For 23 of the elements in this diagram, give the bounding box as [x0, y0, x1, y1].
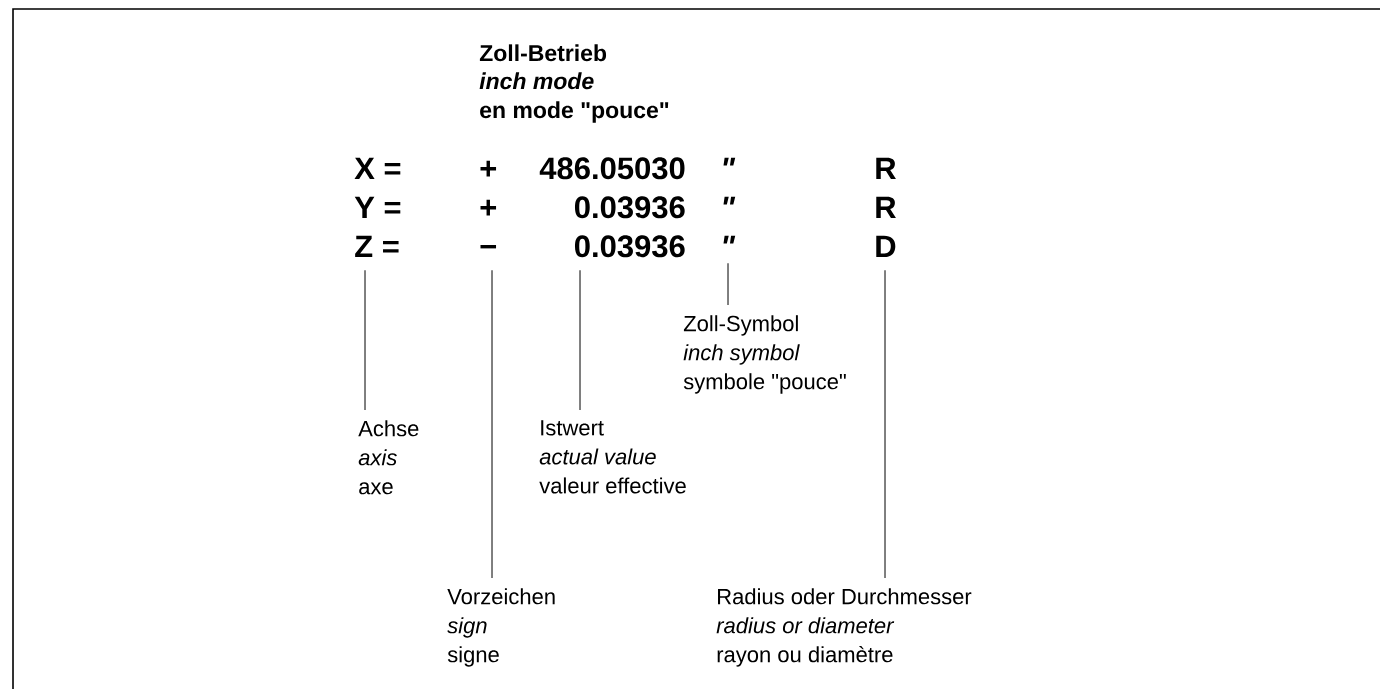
- display-text: +: [480, 199, 497, 216]
- heading-text: en mode "pouce": [480, 101, 669, 123]
- display-text: −: [480, 245, 497, 249]
- display-text: D: [876, 235, 896, 257]
- display-text: ": [723, 235, 736, 244]
- display-text: 0.03936: [575, 235, 685, 258]
- annotation-text: Achse axis axe: [358, 420, 419, 495]
- display-text: X =: [354, 157, 401, 179]
- annotation-text: Vorzeichen sign signe: [447, 588, 555, 667]
- display-text: 0.03936: [575, 196, 685, 219]
- annotation-text: Radius oder Durchmesser radius or diameter rayon ou diamètre: [716, 588, 972, 667]
- annotation-text: Istwert actual value valeur effective: [539, 420, 686, 494]
- display-text: R: [876, 157, 896, 179]
- display-text: Y =: [354, 196, 401, 218]
- display-text: R: [876, 196, 896, 218]
- heading-text: Zoll-Betrieb: [479, 44, 607, 62]
- display-text: ": [723, 157, 736, 166]
- display-text: ": [723, 196, 736, 205]
- display-text: +: [480, 160, 497, 177]
- annotation-text: Zoll-Symbol inch symbol symbole "pouce": [683, 315, 846, 394]
- heading-text: inch mode: [479, 72, 594, 90]
- display-text: 486.05030: [539, 157, 685, 180]
- display-text: Z =: [355, 235, 399, 257]
